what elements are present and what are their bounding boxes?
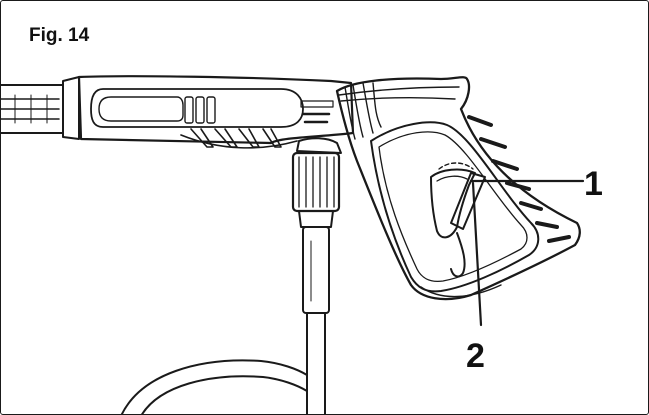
hose: [120, 240, 326, 414]
handle-grip: [335, 76, 581, 301]
lance-tube: [1, 76, 80, 140]
leader-line-2: [471, 181, 483, 327]
barrel-body: [77, 75, 355, 149]
hose-connector: [291, 137, 342, 314]
callout-label-2: 2: [466, 337, 485, 375]
figure-title: Fig. 14: [29, 25, 90, 46]
trigger-lock: [430, 162, 486, 278]
callout-label-1: 1: [584, 165, 603, 203]
